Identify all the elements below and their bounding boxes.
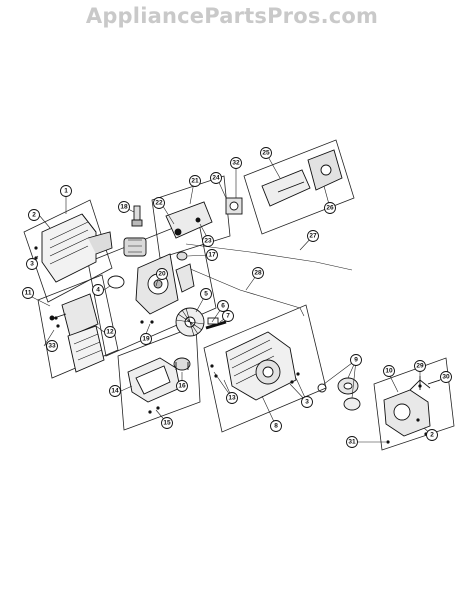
callout-25: 25: [260, 147, 272, 159]
callout-31: 31: [346, 436, 358, 448]
callout-label: 21: [191, 178, 199, 185]
callout-28: 28: [252, 267, 264, 279]
callout-33: 33: [46, 340, 58, 352]
callout-label: 14: [111, 388, 119, 395]
callout-27: 27: [307, 230, 319, 242]
callout-18: 18: [118, 201, 130, 213]
panel-muffler: [37, 274, 119, 379]
callout-label: 7: [226, 313, 230, 320]
part-stop-wire: [187, 267, 305, 317]
callouts: 1 2 3 4 5 6 7 8 9 10 11 12 13 14 15 16 1…: [22, 147, 452, 448]
callout-14: 14: [109, 385, 121, 397]
callout-19: 19: [140, 333, 152, 345]
fasteners: [34, 246, 428, 444]
callout-9: 9: [350, 354, 362, 366]
panel-fuel-tank: [117, 325, 201, 431]
callout-label: 27: [309, 233, 317, 240]
callout-3b: 3: [301, 396, 313, 408]
callout-1: 1: [60, 185, 72, 197]
callout-6: 6: [217, 300, 229, 312]
part-insulator: [225, 197, 243, 215]
callout-label: 22: [155, 200, 163, 207]
callout-2: 2: [28, 209, 40, 221]
part-engine-housing: [225, 331, 297, 401]
callout-label: 28: [254, 270, 262, 277]
callout-12: 12: [104, 326, 116, 338]
callout-label: 32: [232, 160, 240, 167]
part-air-filter-cover: [41, 213, 113, 283]
callout-label: 15: [163, 420, 171, 427]
callout-label: 19: [142, 336, 150, 343]
callout-21: 21: [189, 175, 201, 187]
callout-16: 16: [176, 380, 188, 392]
callout-label: 12: [106, 329, 114, 336]
part-muffler: [49, 293, 105, 373]
callout-label: 1: [64, 188, 68, 195]
callout-label: 3: [30, 261, 34, 268]
callout-13: 13: [226, 392, 238, 404]
callout-17: 17: [206, 249, 218, 261]
part-bracket: [175, 251, 195, 293]
callout-22: 22: [153, 197, 165, 209]
callout-label: 13: [228, 395, 236, 402]
callout-30: 30: [440, 371, 452, 383]
part-crankcase: [123, 237, 179, 315]
callout-label: 18: [120, 204, 128, 211]
part-o-ring: [107, 275, 125, 289]
callout-20: 20: [156, 268, 168, 280]
part-throttle-cable: [185, 243, 353, 271]
callout-29: 29: [414, 360, 426, 372]
callout-label: 16: [178, 383, 186, 390]
callout-label: 5: [204, 291, 208, 298]
callout-label: 2: [430, 432, 434, 439]
callout-label: 20: [158, 271, 166, 278]
part-fuel-tank: [127, 357, 181, 403]
part-spark-plug: [131, 205, 143, 227]
callout-11: 11: [22, 287, 34, 299]
callout-7: 7: [222, 310, 234, 322]
panel-carburetor: [243, 139, 355, 235]
callout-2b: 2: [426, 429, 438, 441]
callout-24: 24: [210, 172, 222, 184]
callout-label: 8: [274, 423, 278, 430]
panel-crankcase: [87, 217, 217, 357]
callout-label: 31: [348, 439, 356, 446]
callout-label: 24: [212, 175, 220, 182]
callout-label: 3: [305, 399, 309, 406]
site-watermark: AppliancePartsPros.com: [85, 4, 379, 28]
panel-air-filter: [23, 199, 113, 303]
callout-label: 6: [221, 303, 225, 310]
callout-15: 15: [161, 417, 173, 429]
part-fuel-cap: [173, 357, 191, 371]
callout-3: 3: [26, 258, 38, 270]
callout-label: 23: [204, 238, 212, 245]
callout-10: 10: [383, 365, 395, 377]
callout-label: 11: [25, 290, 32, 297]
callout-8: 8: [270, 420, 282, 432]
callout-label: 25: [262, 150, 270, 157]
callout-4: 4: [92, 284, 104, 296]
part-heat-shield: [165, 201, 213, 239]
callout-26: 26: [324, 202, 336, 214]
part-clutch-housing: [383, 379, 431, 437]
callout-label: 4: [96, 287, 100, 294]
callout-label: 26: [326, 205, 334, 212]
callout-label: 9: [354, 357, 358, 364]
callout-5: 5: [200, 288, 212, 300]
callout-32: 32: [230, 157, 242, 169]
part-carburetor: [261, 149, 343, 207]
callout-label: 29: [416, 363, 424, 370]
callout-label: 30: [442, 374, 450, 381]
part-flywheel: [175, 307, 205, 337]
callout-label: 2: [32, 212, 36, 219]
callout-23: 23: [202, 235, 214, 247]
callout-label: 10: [385, 368, 393, 375]
callout-label: 33: [48, 343, 56, 350]
callout-label: 17: [208, 252, 216, 259]
